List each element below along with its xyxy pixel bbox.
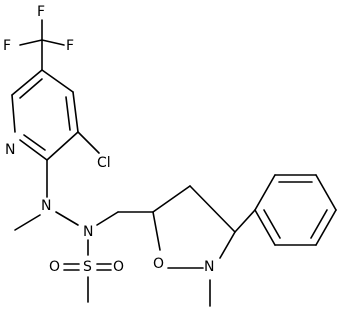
bond-c5-o-ring: [152, 211, 161, 251]
bond-ring-c6-c5: [11, 69, 43, 96]
bond-ring-c5-c4: [41, 69, 74, 93]
bond-c3-cl: [77, 131, 100, 154]
atom-sulfur: S: [83, 259, 92, 275]
bond-n-n: [55, 211, 79, 226]
bond-n-c3-ring: [219, 231, 236, 259]
bond-ring-c4-c3: [72, 91, 79, 133]
atom-fluorine-left: F: [3, 38, 11, 54]
bond-c3-phenyl: [234, 209, 256, 233]
atom-ring-oxygen: O: [153, 256, 164, 272]
atom-sulfonamide-nitrogen: N: [83, 224, 93, 240]
atom-pyridine-nitrogen: N: [5, 142, 15, 158]
bond-ring-n1-c6: [11, 94, 16, 133]
atom-labels: F F F N Cl N N S O O O N: [3, 4, 214, 275]
bonds: [11, 19, 337, 307]
atom-fluorine-top: F: [37, 4, 45, 20]
bond-ph-4: [315, 209, 337, 246]
bond-ph-6: [254, 209, 276, 246]
atom-hydrazine-nitrogen: N: [41, 198, 51, 214]
bond-n-ch2: [96, 211, 119, 226]
bond-ring-c2-n1-double: [23, 134, 46, 151]
bond-c-f-left: [19, 39, 43, 46]
bond-c5-c4-ring: [152, 185, 191, 213]
bond-ring-c3-c2: [46, 131, 79, 161]
bond-ring-c2-n1: [19, 139, 48, 161]
atom-ring-nitrogen: N: [204, 259, 214, 275]
bond-ph-double-3: [263, 209, 281, 239]
bond-c4-c3-ring: [189, 185, 236, 233]
atom-chlorine: Cl: [97, 155, 111, 171]
bond-ph-double-2: [310, 209, 328, 239]
bond-ring-c6-c5-double: [19, 78, 43, 99]
bond-ph-1: [254, 174, 276, 211]
bond-ph-3: [315, 174, 337, 211]
atom-sulfonyl-oxygen-right: O: [113, 259, 124, 275]
bond-n-methyl: [14, 214, 41, 231]
atom-sulfonyl-oxygen-left: O: [49, 259, 60, 275]
atom-fluorine-right: F: [66, 38, 74, 54]
bond-ring-c4-c3-double: [65, 96, 71, 131]
bond-c-f-right: [41, 39, 65, 46]
